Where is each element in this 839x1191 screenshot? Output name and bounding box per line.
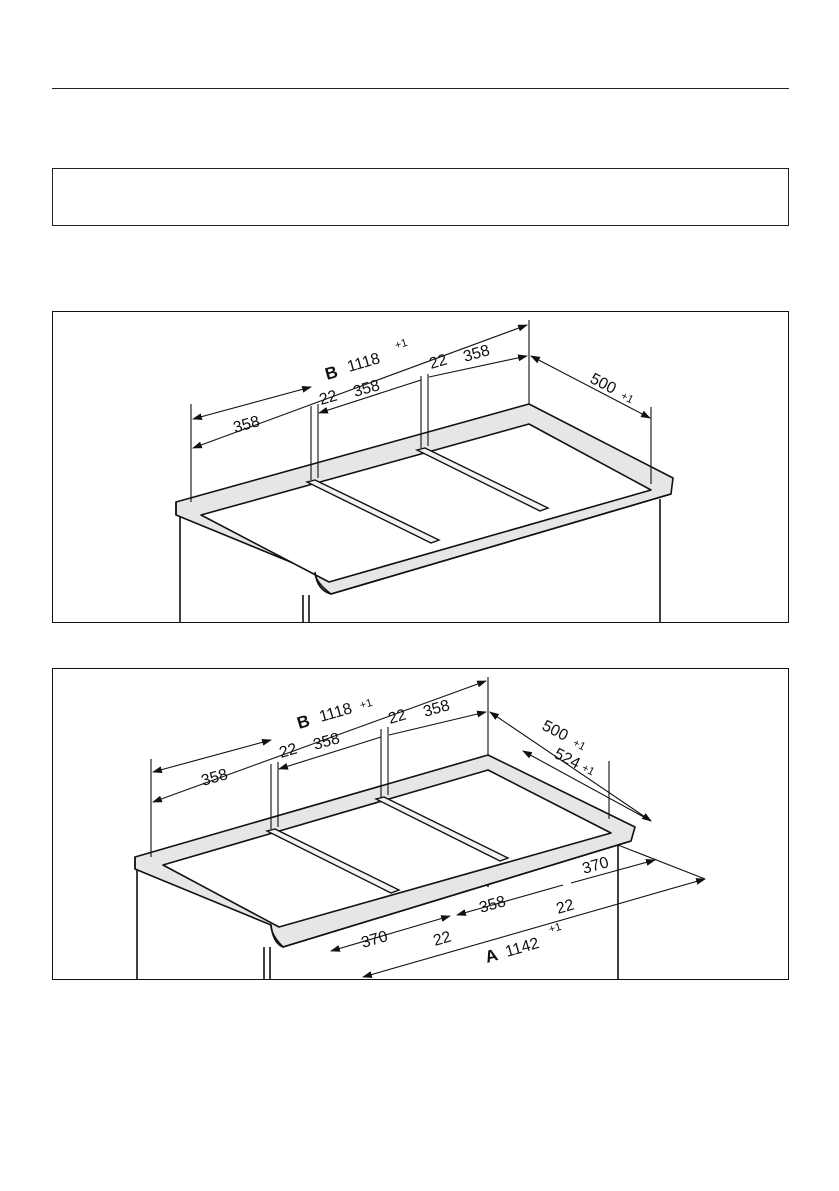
label-seg-mid: 358 <box>311 730 341 754</box>
label-bar2-width: 22 <box>427 352 449 373</box>
label-overall-a: 1142 <box>503 935 541 961</box>
label-seg-right: 358 <box>421 697 451 721</box>
label-seg-left: 358 <box>199 766 229 790</box>
label-seg-right: 358 <box>461 342 491 366</box>
label-depth-tol: +1 <box>619 390 636 406</box>
label-depth: 500 <box>539 717 571 744</box>
label-seg-mid: 358 <box>351 377 381 401</box>
frame-diagram-bottom: 358 22 358 B 1118 +1 22 358 500 +1 524 +… <box>134 677 706 979</box>
label-seg-left: 358 <box>231 413 261 437</box>
figure-frame-top: 358 22 358 B 1118 +1 22 358 500 +1 <box>52 311 789 623</box>
cross-bars <box>304 447 550 544</box>
label-depth-tol: +1 <box>571 737 588 753</box>
label-inner-depth-tol: +1 <box>580 762 597 778</box>
label-a: A <box>483 945 500 967</box>
cabinet-body <box>179 499 661 622</box>
frame-diagram-top: 358 22 358 B 1118 +1 22 358 500 +1 <box>175 320 674 622</box>
label-overall-b: 1118 <box>317 700 354 726</box>
label-b: B <box>323 362 340 384</box>
label-bar1-width: 22 <box>317 388 339 409</box>
label-overall-tol: +1 <box>394 337 409 352</box>
label-front-bar2: 22 <box>554 897 576 918</box>
label-bar2-width: 22 <box>386 707 408 728</box>
figure-frame-bottom: 358 22 358 B 1118 +1 22 358 500 +1 524 +… <box>52 668 789 980</box>
label-overall-a-tol: +1 <box>548 921 563 936</box>
label-front-bar1: 22 <box>431 929 453 950</box>
dimension-labels: 358 22 358 B 1118 +1 22 358 500 +1 524 +… <box>199 697 610 967</box>
header-rule <box>52 88 789 89</box>
label-front-left: 370 <box>359 928 389 952</box>
dimension-labels: 358 22 358 B 1118 +1 22 358 500 +1 <box>231 337 635 437</box>
dimension-lines <box>190 320 652 502</box>
label-overall-b-tol: +1 <box>359 697 374 712</box>
dimension-lines <box>150 677 706 978</box>
label-bar1-width: 22 <box>277 741 299 762</box>
label-front-right: 370 <box>580 854 610 878</box>
label-b: B <box>295 711 312 733</box>
label-overall: 1118 <box>345 350 382 376</box>
label-front-mid: 358 <box>477 893 507 917</box>
note-box <box>52 168 789 226</box>
worktop-frame <box>175 403 674 595</box>
